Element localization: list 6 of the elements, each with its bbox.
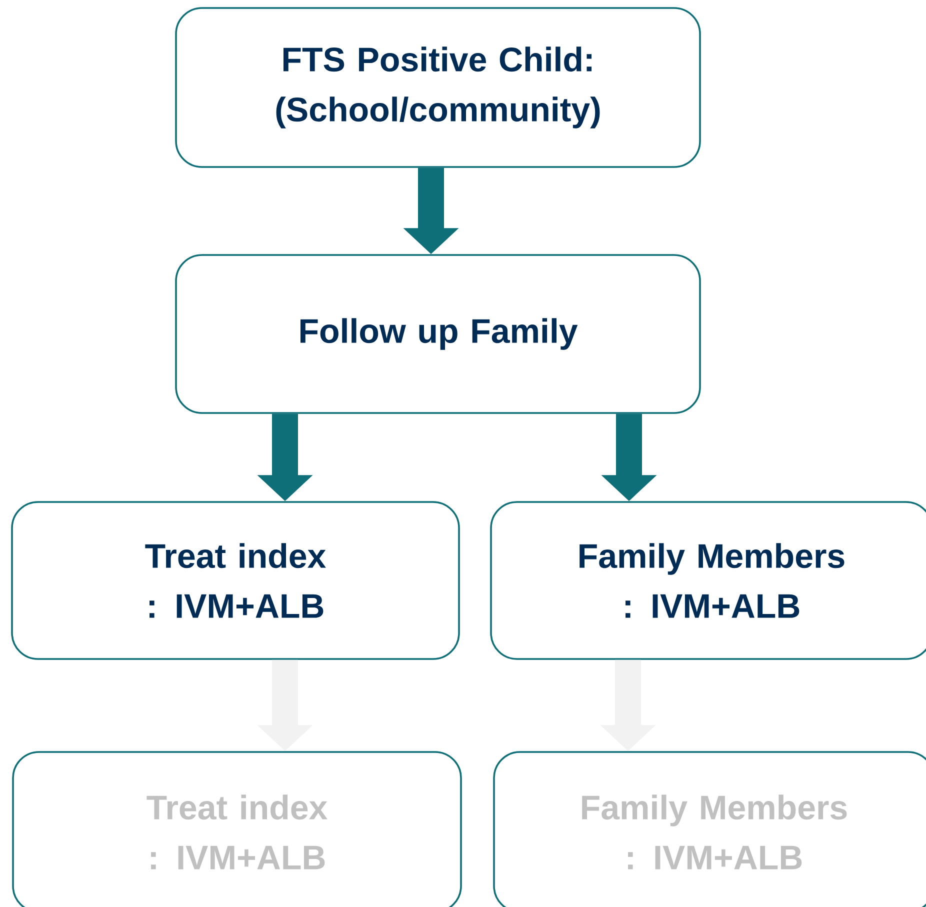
- process-box: Treat index : IVM+ALB: [11, 501, 460, 660]
- process-box: Family Members : IVM+ALB: [490, 501, 926, 660]
- process-box: Family Members : IVM+ALB: [493, 751, 926, 907]
- process-box: FTS Positive Child: (School/community): [175, 7, 701, 168]
- process-box: Follow up Family: [175, 254, 701, 414]
- process-box: Treat index : IVM+ALB: [12, 751, 462, 907]
